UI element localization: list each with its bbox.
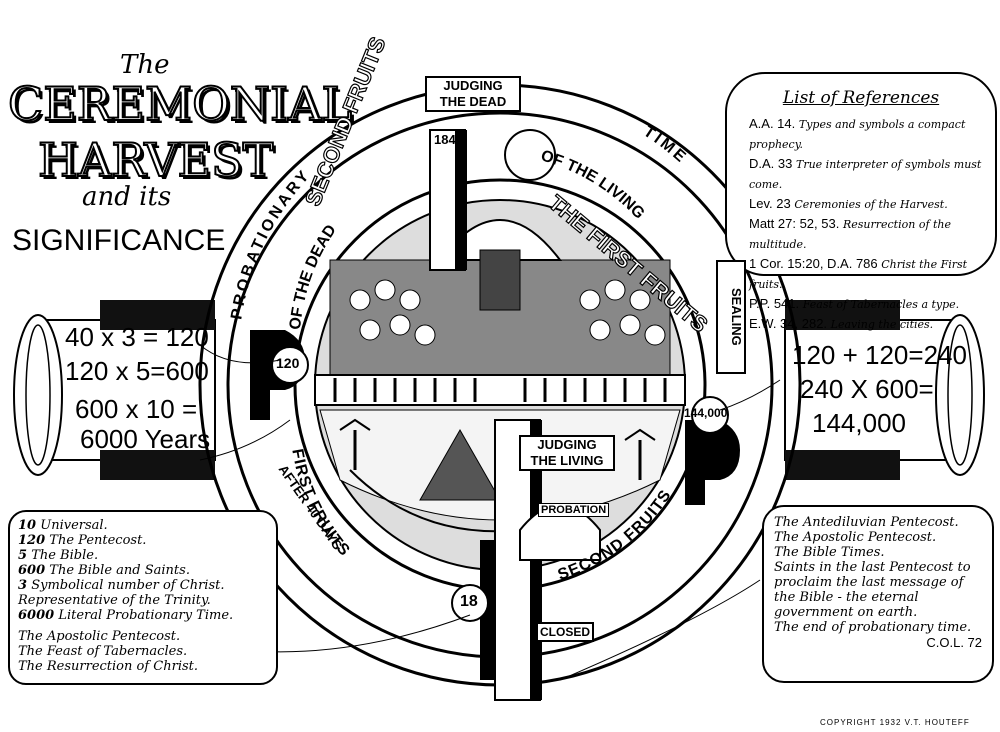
reference-item: 1 Cor. 15:20, D.A. 786 Christ the First … <box>749 256 968 291</box>
num-120-label: 120 <box>276 355 300 371</box>
references-box: List of References A.A. 14. Types and sy… <box>725 72 997 331</box>
title-the: The <box>120 50 170 80</box>
num-144000-label: 144,000 <box>684 406 728 420</box>
right-scroll-line-2: 240 X 600= <box>800 374 934 404</box>
probation-label: PROBATION <box>538 503 610 517</box>
note-item: 10 Universal. <box>18 518 108 533</box>
closed-sign: CLOSED <box>536 622 594 642</box>
reference-item: P.P. 541. Feast of Tabernacles a type. <box>749 296 960 311</box>
title-and-its: and its <box>82 182 172 212</box>
time-label: TIME <box>640 123 691 167</box>
note-item: 6000 Literal Probationary Time. <box>18 608 234 623</box>
note-extra: The Apostolic Pentecost. <box>18 629 181 644</box>
note-source: C.O.L. 72 <box>926 635 982 650</box>
reference-item: D.A. 33 True interpreter of symbols must… <box>749 156 982 191</box>
title-line3: SIGNIFICANCE <box>12 224 226 257</box>
left-scroll-line-4: 6000 Years <box>80 424 211 454</box>
note-item: 3 Symbolical number of Christ. Represent… <box>18 578 225 608</box>
references-list: A.A. 14. Types and symbols a compact pro… <box>749 114 995 334</box>
copyright-text: COPYRIGHT 1932 V.T. HOUTEFF <box>820 718 970 727</box>
note-item: 600 The Bible and Saints. <box>18 563 190 578</box>
note-item: The end of probationary time. <box>774 620 972 635</box>
left-scroll-line-1: 40 x 3 = 120 <box>65 322 209 352</box>
right-scroll-line-1: 120 + 120=240 <box>792 340 967 370</box>
reference-item: Lev. 23 Ceremonies of the Harvest. <box>749 196 948 211</box>
right-scroll <box>784 300 985 480</box>
right-notes-box: The Antediluvian Pentecost. The Apostoli… <box>762 505 994 683</box>
note-extra: The Feast of Tabernacles. <box>18 644 188 659</box>
note-item: The Antediluvian Pentecost. <box>774 515 959 530</box>
left-notes-box: 10 Universal. 120 The Pentecost. 5 The B… <box>8 510 278 685</box>
left-scroll-line-2: 120 x 5=600 <box>65 356 209 386</box>
note-item: 5 The Bible. <box>18 548 99 563</box>
num-18-label: 18 <box>460 593 478 610</box>
note-extra: The Resurrection of Christ. <box>18 659 199 674</box>
note-item: The Bible Times. <box>774 545 885 560</box>
note-item: 120 The Pentecost. <box>18 533 147 548</box>
sealing-label: SEALING <box>716 260 746 374</box>
title-line2: HARVEST <box>37 133 274 187</box>
reference-item: E.W. 34, 282. Leaving the cities. <box>749 316 934 331</box>
reference-item: Matt 27: 52, 53. Resurrection of the mul… <box>749 216 952 251</box>
year-label: 1844 <box>434 132 463 147</box>
right-scroll-line-3: 144,000 <box>812 408 906 438</box>
note-item: Saints in the last Pentecost to proclaim… <box>774 560 971 620</box>
note-item: The Apostolic Pentecost. <box>774 530 937 545</box>
left-scroll-line-3: 600 x 10 = <box>75 394 198 424</box>
references-heading: List of References <box>782 88 940 108</box>
title-line1: CEREMONIAL <box>7 77 353 131</box>
left-scroll <box>13 300 216 480</box>
reference-item: A.A. 14. Types and symbols a compact pro… <box>749 116 966 151</box>
